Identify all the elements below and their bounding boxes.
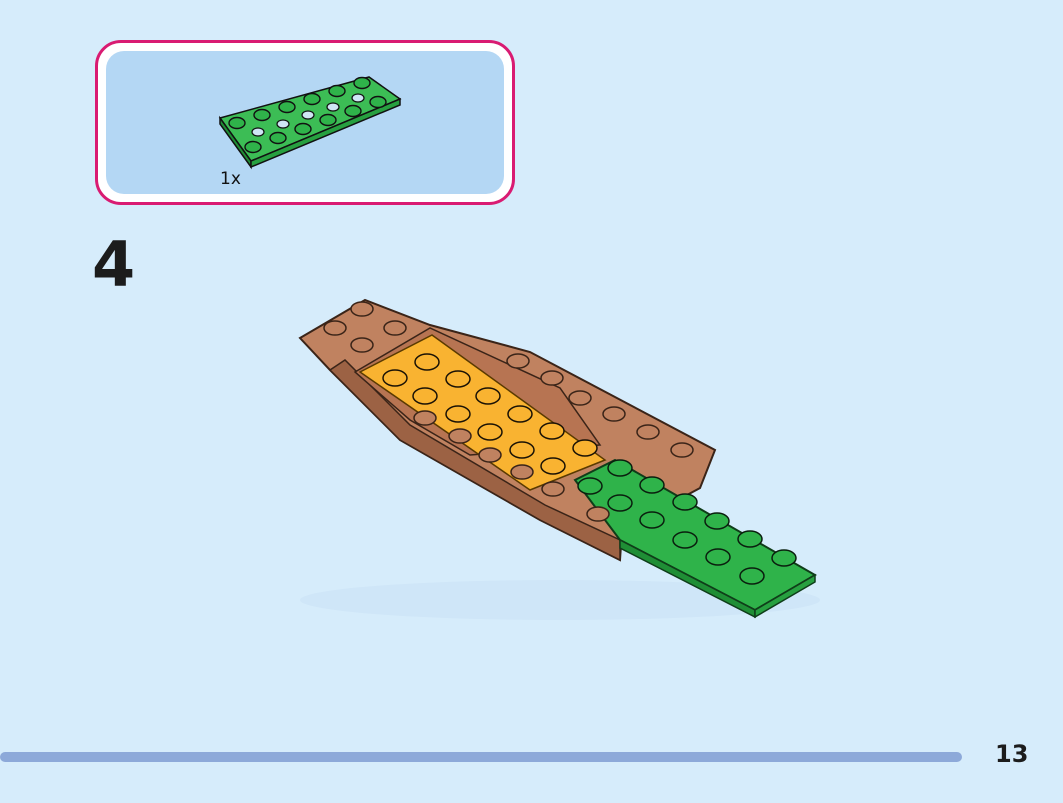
parts-callout: 1x [95,40,515,205]
brick-boat-hull-assembly-icon [298,298,817,619]
part-quantity: 1x [220,169,241,189]
parts-callout-inner: 1x [106,51,504,194]
green-technic-plate-icon [218,76,402,170]
page-number: 13 [995,740,1029,768]
progress-bar [0,752,962,762]
step-number: 4 [92,228,136,301]
